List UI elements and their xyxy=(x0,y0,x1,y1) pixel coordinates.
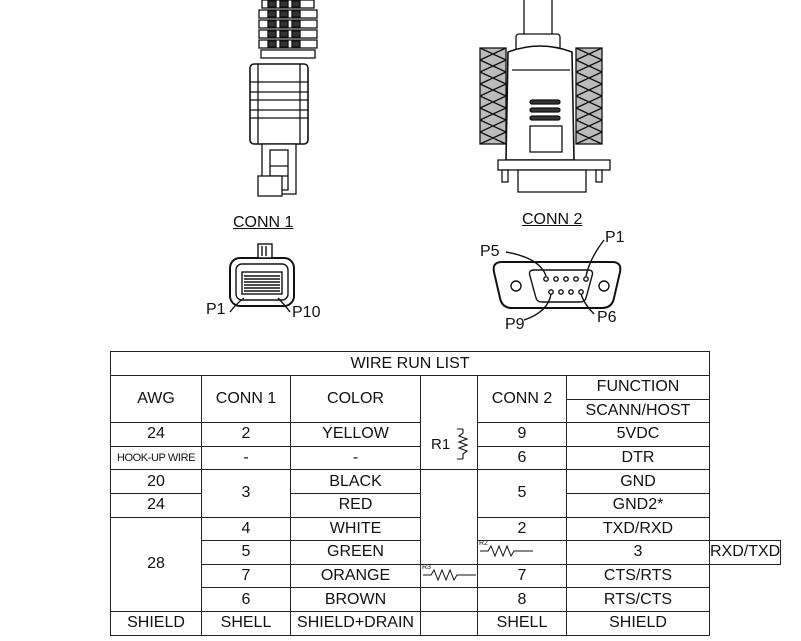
resistor-r1-label: R1 xyxy=(431,435,451,453)
awg-cell: 24 xyxy=(110,422,202,447)
color-cell: WHITE xyxy=(290,516,421,542)
conn2-cell: 3 xyxy=(566,540,710,565)
conn2-label: CONN 2 xyxy=(522,211,583,228)
conn2-face-view xyxy=(492,239,622,321)
function-cell: SHIELD xyxy=(566,610,710,636)
conn2-cell: 9 xyxy=(477,422,567,447)
awg-cell: SHIELD xyxy=(110,610,202,636)
resistor-column-spacer xyxy=(420,469,478,565)
resistor-r1-symbol xyxy=(457,428,469,460)
conn1-pin-p1: P1 xyxy=(206,301,226,318)
conn1-label: CONN 1 xyxy=(233,214,294,231)
conn2-cell: 2 xyxy=(477,516,567,542)
resistor-r2-label: R2 xyxy=(479,540,488,548)
conn2-pin-p6: P6 xyxy=(597,309,617,326)
color-cell: GREEN xyxy=(290,540,421,565)
awg-cell: 20 xyxy=(110,469,202,494)
conn1-plug-drawing xyxy=(249,0,318,197)
function-cell: TXD/RXD xyxy=(566,516,710,542)
conn2-pin-p9: P9 xyxy=(505,316,525,333)
color-cell: SHIELD+DRAIN xyxy=(290,610,421,636)
resistor-r3-cell: R3 xyxy=(420,563,478,589)
color-cell: YELLOW xyxy=(290,422,421,447)
conn1-pin-p10: P10 xyxy=(292,304,321,321)
table-row: 28 4 WHITE 2 TXD/RXD xyxy=(110,516,781,612)
function-cell: RXD/TXD xyxy=(708,540,782,565)
table-row: 20 3 BLACK 5 GND xyxy=(110,469,781,565)
conn1-face-view xyxy=(229,243,295,313)
header-color: COLOR xyxy=(290,374,421,424)
function-cell: DTR xyxy=(566,445,710,471)
resistor-column-header xyxy=(420,374,478,423)
conn2-dsub-drawing xyxy=(479,0,611,193)
resistor-r1-cell: R1 xyxy=(420,422,478,471)
conn1-cell: 4 xyxy=(201,516,291,542)
table-row: HOOK-UP WIRE - - 6 DTR xyxy=(110,445,781,471)
function-cell: 5VDC xyxy=(566,422,710,447)
conn1-cell: 3 xyxy=(201,469,291,518)
header-conn2: CONN 2 xyxy=(477,374,567,424)
awg-cell: 24 xyxy=(110,492,202,518)
function-cell: RTS/CTS xyxy=(566,587,710,612)
table-row: 6 BROWN 8 RTS/CTS xyxy=(111,587,781,612)
conn2-cell: 7 xyxy=(477,563,567,589)
conn2-cell: SHELL xyxy=(477,610,567,636)
conn1-cell: - xyxy=(201,445,291,471)
conn2-cell: 5 xyxy=(477,469,567,518)
conn1-cell: 2 xyxy=(201,422,291,447)
resistor-r2-symbol xyxy=(480,544,533,558)
color-cell: RED xyxy=(290,492,421,518)
resistor-column-empty xyxy=(420,587,478,612)
conn1-cell: SHELL xyxy=(201,610,291,636)
table-title: WIRE RUN LIST xyxy=(110,351,710,376)
header-function-sub: SCANN/HOST xyxy=(566,398,710,424)
resistor-column-empty xyxy=(420,610,478,636)
table-row: 24 2 YELLOW R1 9 5VDC xyxy=(110,422,781,471)
resistor-r2-cell: R2 xyxy=(477,540,567,565)
header-conn1: CONN 1 xyxy=(201,374,291,424)
color-cell: ORANGE xyxy=(290,563,421,589)
wire-run-list-table: WIRE RUN LIST AWG CONN 1 COLOR CONN 2 FU… xyxy=(110,351,782,636)
header-awg: AWG xyxy=(110,374,202,424)
conn2-cell: 8 xyxy=(477,587,567,612)
table-row: 7 ORANGE R3 7 CTS/RTS xyxy=(111,563,781,589)
conn2-cell: 6 xyxy=(477,445,567,471)
table-row: 24 RED GND2* xyxy=(110,492,781,518)
conn1-cell: 5 xyxy=(201,540,291,565)
conn2-pin-p1: P1 xyxy=(605,229,625,246)
color-cell: BROWN xyxy=(290,587,421,612)
function-cell: GND2* xyxy=(566,492,710,518)
resistor-r3-symbol xyxy=(423,568,476,582)
conn1-cell: 6 xyxy=(201,587,291,612)
table-row: 5 GREEN R2 3 RXD/TXD xyxy=(111,540,782,565)
connector-drawings xyxy=(229,0,622,321)
function-cell: CTS/RTS xyxy=(566,563,710,589)
resistor-r3-label: R3 xyxy=(422,564,431,571)
table-row: SHIELD SHELL SHIELD+DRAIN SHELL SHIELD xyxy=(110,610,781,636)
header-function: FUNCTION xyxy=(566,375,710,400)
awg-cell: HOOK-UP WIRE xyxy=(110,445,202,471)
color-cell: BLACK xyxy=(290,469,421,494)
function-cell: GND xyxy=(566,469,710,494)
color-cell: - xyxy=(290,445,421,471)
conn1-cell: 7 xyxy=(201,563,291,589)
conn1-strain-relief xyxy=(258,0,318,59)
awg-cell: 28 xyxy=(110,516,202,612)
conn2-pin-p5: P5 xyxy=(480,243,500,260)
